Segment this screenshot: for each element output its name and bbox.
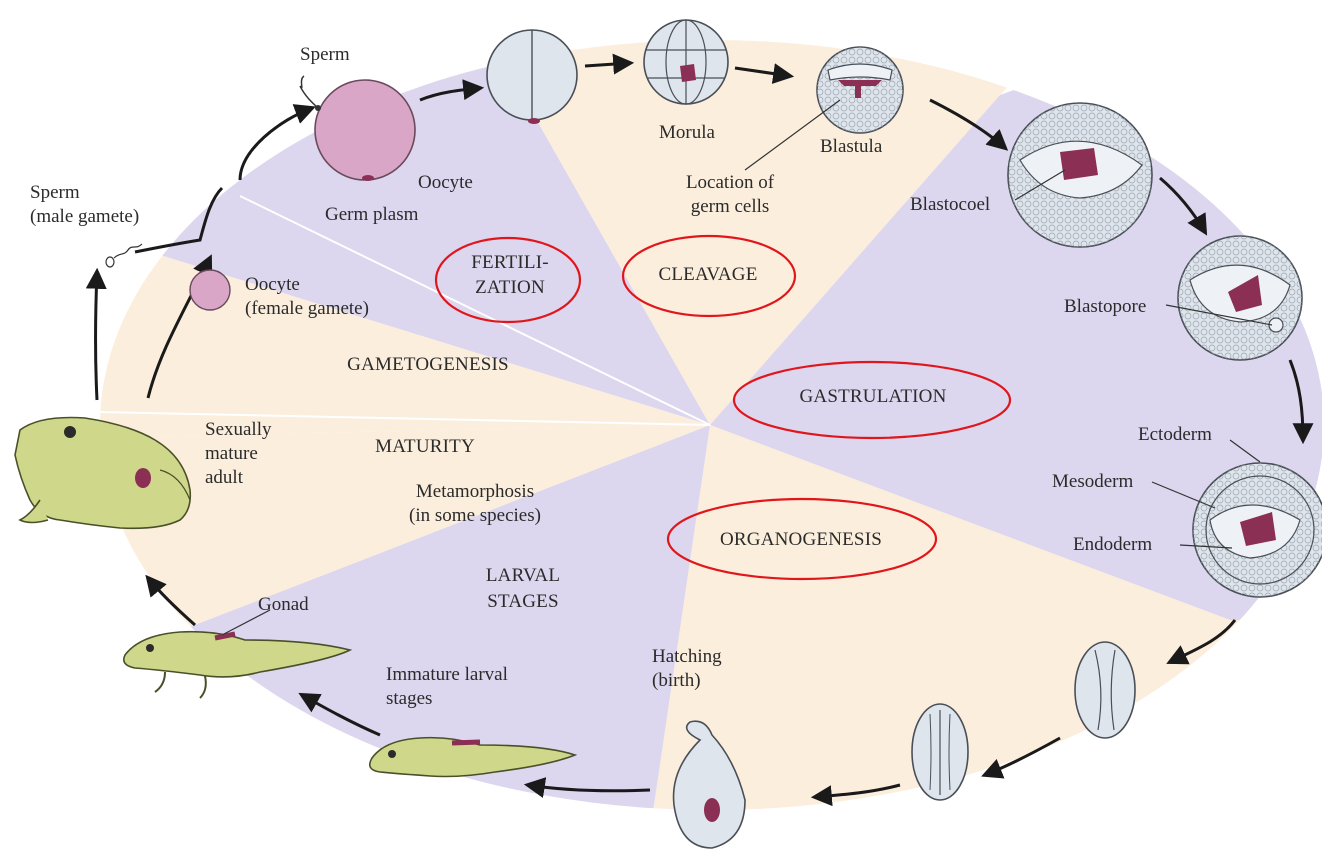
germ-cells-line-1: Location of [686, 172, 775, 193]
sperm-illustration [106, 244, 142, 267]
sperm-male-line-1: Sperm [30, 182, 80, 203]
morula-embryo [644, 20, 728, 104]
fertilization-line-1: FERTILI- [471, 252, 549, 273]
label-organogenesis: ORGANOGENESIS [720, 529, 882, 550]
label-endoderm: Endoderm [1073, 534, 1152, 555]
immature-line-1: Immature larval [386, 664, 508, 685]
label-ectoderm: Ectoderm [1138, 424, 1212, 445]
oocyte-female-line-1: Oocyte [245, 274, 300, 295]
blastula-embryo [817, 47, 903, 133]
sperm-male-line-2: (male gamete) [30, 206, 139, 227]
fertilization-line-2: ZATION [475, 277, 545, 298]
blastopore-embryo [1178, 236, 1302, 360]
label-maturity: MATURITY [375, 436, 475, 457]
label-sperm-top: Sperm [300, 44, 350, 65]
hatching-line-1: Hatching [652, 646, 722, 667]
label-gametogenesis: GAMETOGENESIS [347, 354, 509, 375]
adult-line-3: adult [205, 467, 244, 488]
adult-line-1: Sexually [205, 419, 272, 440]
label-sperm-male: Sperm (male gamete) [30, 182, 139, 227]
small-oocyte-illustration [190, 270, 230, 310]
label-blastocoel: Blastocoel [910, 194, 990, 215]
larval-line-1: LARVAL [486, 565, 560, 586]
gastrula-embryo [1193, 463, 1322, 597]
hatching-line-2: (birth) [652, 670, 701, 691]
larval-line-2: STAGES [487, 591, 558, 612]
blastocoel-embryo [1008, 103, 1152, 247]
label-cleavage: CLEAVAGE [658, 264, 757, 285]
label-oocyte: Oocyte [418, 172, 473, 193]
label-blastula: Blastula [820, 136, 883, 157]
label-germ-plasm: Germ plasm [325, 204, 419, 225]
label-blastopore: Blastopore [1064, 296, 1146, 317]
immature-line-2: stages [386, 688, 432, 709]
label-gonad: Gonad [258, 594, 309, 615]
germ-cells-line-2: germ cells [691, 196, 770, 217]
label-morula: Morula [659, 122, 716, 143]
adult-line-2: mature [205, 443, 258, 464]
label-mesoderm: Mesoderm [1052, 471, 1133, 492]
label-gastrulation: GASTRULATION [799, 386, 946, 407]
metamorphosis-line-2: (in some species) [409, 505, 541, 526]
metamorphosis-line-1: Metamorphosis [416, 481, 534, 502]
oocyte-female-line-2: (female gamete) [245, 298, 369, 319]
